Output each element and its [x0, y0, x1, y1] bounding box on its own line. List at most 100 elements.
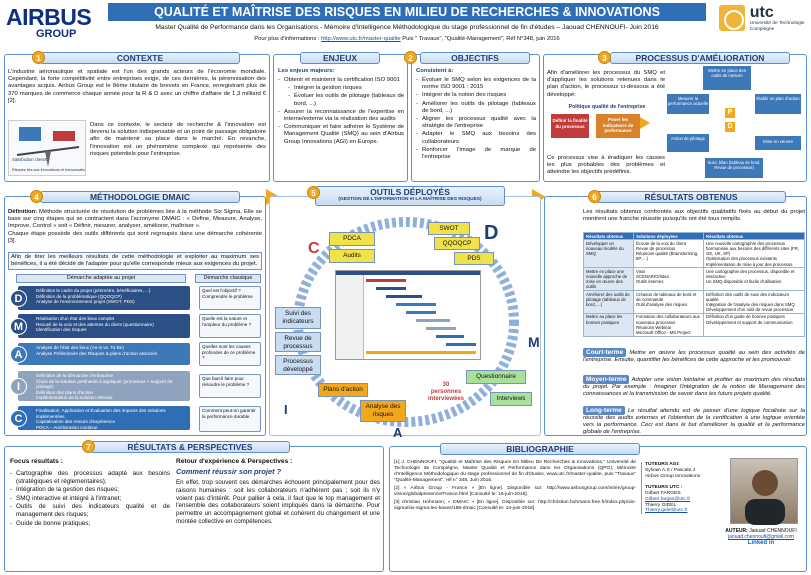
process-box-finalite: Définir la finalité du processus: [551, 114, 589, 138]
table-cell: Une cartographie des processus, disponib…: [703, 267, 805, 292]
moyen-terme-block: Moyen-terme Adopter une vision lointaine…: [583, 375, 805, 398]
cycle-letter-d: D: [484, 222, 499, 244]
tuteur-1: Gilbert FARGES: [645, 490, 681, 496]
tuteur-2: Thierry GIDEL: [645, 502, 677, 508]
table-cell: Une nouvelle cartographie des processus …: [703, 239, 805, 269]
cycle-mise-oeuvre: Mise en œuvre: [755, 136, 801, 150]
tool-plans-action: Plans d'action: [318, 383, 368, 397]
tool-analyse-risques: Analyse des risques: [360, 400, 406, 422]
court-terme-block: Court-terme Mettre en œuvre les processu…: [583, 348, 805, 364]
cycle-pilotage: Action de pilotage: [667, 134, 709, 152]
long-terme-tag: Long-terme: [583, 406, 625, 415]
dmaic-step-i: Définition de la démarche d'entreprise C…: [18, 371, 190, 401]
objectifs-heading: Consistent à:: [416, 68, 454, 74]
objectifs-list: Évoluer le SMQ selon les exigences de la…: [416, 77, 536, 162]
biblio-refs: [1] J. CHENNOUFI, "Qualité et Maîtrise d…: [394, 460, 636, 512]
focus-item: Cartographie des processus adapté aux be…: [10, 470, 170, 485]
court-terme-text: Mettre en œuvre les processus qualité au…: [583, 350, 805, 363]
objectifs-header: OBJECTIFS: [420, 52, 530, 64]
auteur-mail[interactable]: jaouad.chennoufi@gmail.com: [728, 534, 794, 540]
enjeux-item: Intégrer la gestion risques: [288, 85, 404, 92]
airbus-logo-text: AIRBUS: [6, 4, 92, 30]
dmaic-letter-a: A: [10, 346, 27, 363]
interviews-label: personnes interviewées: [427, 389, 465, 402]
tool-processus-developpe: Processus développé: [275, 355, 321, 375]
dmaic-title: MÉTHODOLOGIE DMAIC: [89, 192, 191, 202]
table-cell: Développer un nouveau modèle du SMQ: [583, 239, 634, 269]
cycle-suivi: Suivi, bilan (tableau de bord, Revue de …: [705, 158, 763, 178]
dmaic-letter-d: D: [10, 290, 27, 307]
info-prefix: Pour plus d'informations :: [254, 36, 322, 42]
enjeux-list: Obtenir et maintenir la certification IS…: [278, 77, 404, 147]
moyen-terme-tag: Moyen-terme: [583, 375, 630, 384]
dmaic-question-d: Quel est l'objectif ? Comprendre le prob…: [199, 286, 261, 310]
cycle-plan: Établir un plan d'action: [755, 94, 801, 114]
tuteurs-agi-org: Airbus Group Innovations: [645, 473, 701, 479]
outils-cycle-ring: [293, 217, 519, 427]
focus-item: Intégration de la gestion des risques;: [10, 486, 170, 494]
tuteurs-agi-label: TUTEURS AGI:: [645, 462, 680, 467]
info-line: Pour plus d'informations : http://www.ut…: [108, 36, 706, 43]
cycle-mesurer: Mesurer la performance actuelle: [667, 94, 709, 114]
tool-audits: Audits: [329, 249, 375, 263]
objectifs-item: Aligner les processus qualité avec la st…: [416, 116, 536, 130]
utc-logo-text: utc: [749, 4, 774, 21]
fig-label-satisfaction: Satisfaction clients: [12, 157, 47, 162]
table-row: Améliorer des outils de pilotage (tablea…: [583, 290, 805, 314]
table-cell: Création de tableaux de bord et de comma…: [633, 290, 704, 314]
tool-interviews: Interviews: [490, 392, 532, 406]
dmaic-number: 4: [30, 190, 43, 203]
person-icon: [745, 470, 785, 525]
dmaic-question-c: Comment peut-on garantir la performance …: [199, 406, 261, 432]
cycle-letter-a: A: [393, 425, 403, 440]
linkedin-icon[interactable]: Linked in: [747, 540, 775, 546]
long-terme-text: Le résultat attendu est de passer d'une …: [583, 408, 805, 435]
table-cell: Formation des collaborateurs aux nouveau…: [633, 312, 704, 337]
table-cell: Définition des outils de suivi des indic…: [703, 290, 805, 314]
focus-item: SMQ interactive et intégré à l'intranet;: [10, 495, 170, 503]
utc-logo-sub1: Université de Technologie: [749, 21, 805, 26]
tool-pdca: PDCA: [329, 232, 375, 246]
table-cell: Mettre en place une nouvelle approche de…: [583, 267, 634, 292]
author-photo: [730, 458, 798, 525]
dmaic-header: MÉTHODOLOGIE DMAIC: [40, 191, 240, 203]
contexte-p2: Dans ce contexte, le secteur de recherch…: [90, 122, 266, 157]
contexte-number: 1: [32, 51, 45, 64]
objectifs-item: Adapter le SMQ aux besoins des collabora…: [416, 131, 536, 145]
outils-title: OUTILS DÉPLOYÉS: [370, 187, 450, 197]
dmaic-question-a: Quelles sont les causes profondes de ce …: [199, 342, 261, 366]
table-row: Mettre en place une nouvelle approche de…: [583, 267, 805, 292]
objectifs-item: Intégrer de la notion des risques: [416, 92, 536, 99]
outils-number: 5: [307, 186, 320, 199]
cycle-letter-m: M: [528, 334, 540, 350]
tuteur-2-mail[interactable]: Thierry.gidel@utc.fr: [645, 508, 688, 514]
outils-header: OUTILS DÉPLOYÉS (GESTION DE L'INFORMATIO…: [315, 186, 505, 206]
enjeux-item: Communiquer et faire adhérer le Système …: [278, 124, 404, 146]
utc-logo-mark: [719, 5, 745, 31]
objectifs-number: 2: [404, 51, 417, 64]
dmaic-col2-header: Démarche classique: [195, 274, 261, 283]
biblio-header: BIBLIOGRAPHIE: [440, 443, 640, 455]
contexte-figure: Satisfaction clients Risques liés aux in…: [8, 120, 86, 176]
dmaic-step-m: Réalisation d'un état des lieux complet …: [18, 314, 190, 338]
gantt-chart: [335, 270, 481, 360]
dmaic-question-i: Que faut-il faire pour résoudre le probl…: [199, 374, 261, 398]
tuteur-1-mail[interactable]: Gilbert.farges@utc.fr: [645, 496, 691, 502]
author-block: AUTEUR: Jaouad CHENNOUFI jaouad.chennouf…: [716, 528, 806, 546]
resultats-intro: Les résultats obtenus confrontés aux obj…: [583, 209, 805, 223]
dmaic-step-c: Finalisation, Application et Évaluation …: [18, 406, 190, 430]
page-title: QUALITÉ ET MAÎTRISE DES RISQUES EN MILIE…: [108, 3, 706, 21]
dmaic-definition-2: Chaque étape possède des outils différen…: [8, 230, 262, 244]
processus-number: 3: [598, 51, 611, 64]
retour-question: Comment réussir son projet ?: [176, 467, 282, 476]
airbus-logo: AIRBUS GROUP: [6, 4, 92, 42]
process-box-indicateurs: Poser les indicateurs de performance: [596, 114, 640, 138]
tool-qqoqcp: QQOQCP: [434, 237, 480, 250]
perspectives-title: RÉSULTATS & PERSPECTIVES: [127, 442, 253, 452]
dmaic-question-m: Quelle est la nature et l'ampleur du pro…: [199, 314, 261, 338]
enjeux-header: ENJEUX: [300, 52, 380, 64]
table-cell: Améliorer des outils de pilotage (tablea…: [583, 290, 634, 314]
info-link[interactable]: http://www.utc.fr/master-qualite: [321, 36, 401, 42]
